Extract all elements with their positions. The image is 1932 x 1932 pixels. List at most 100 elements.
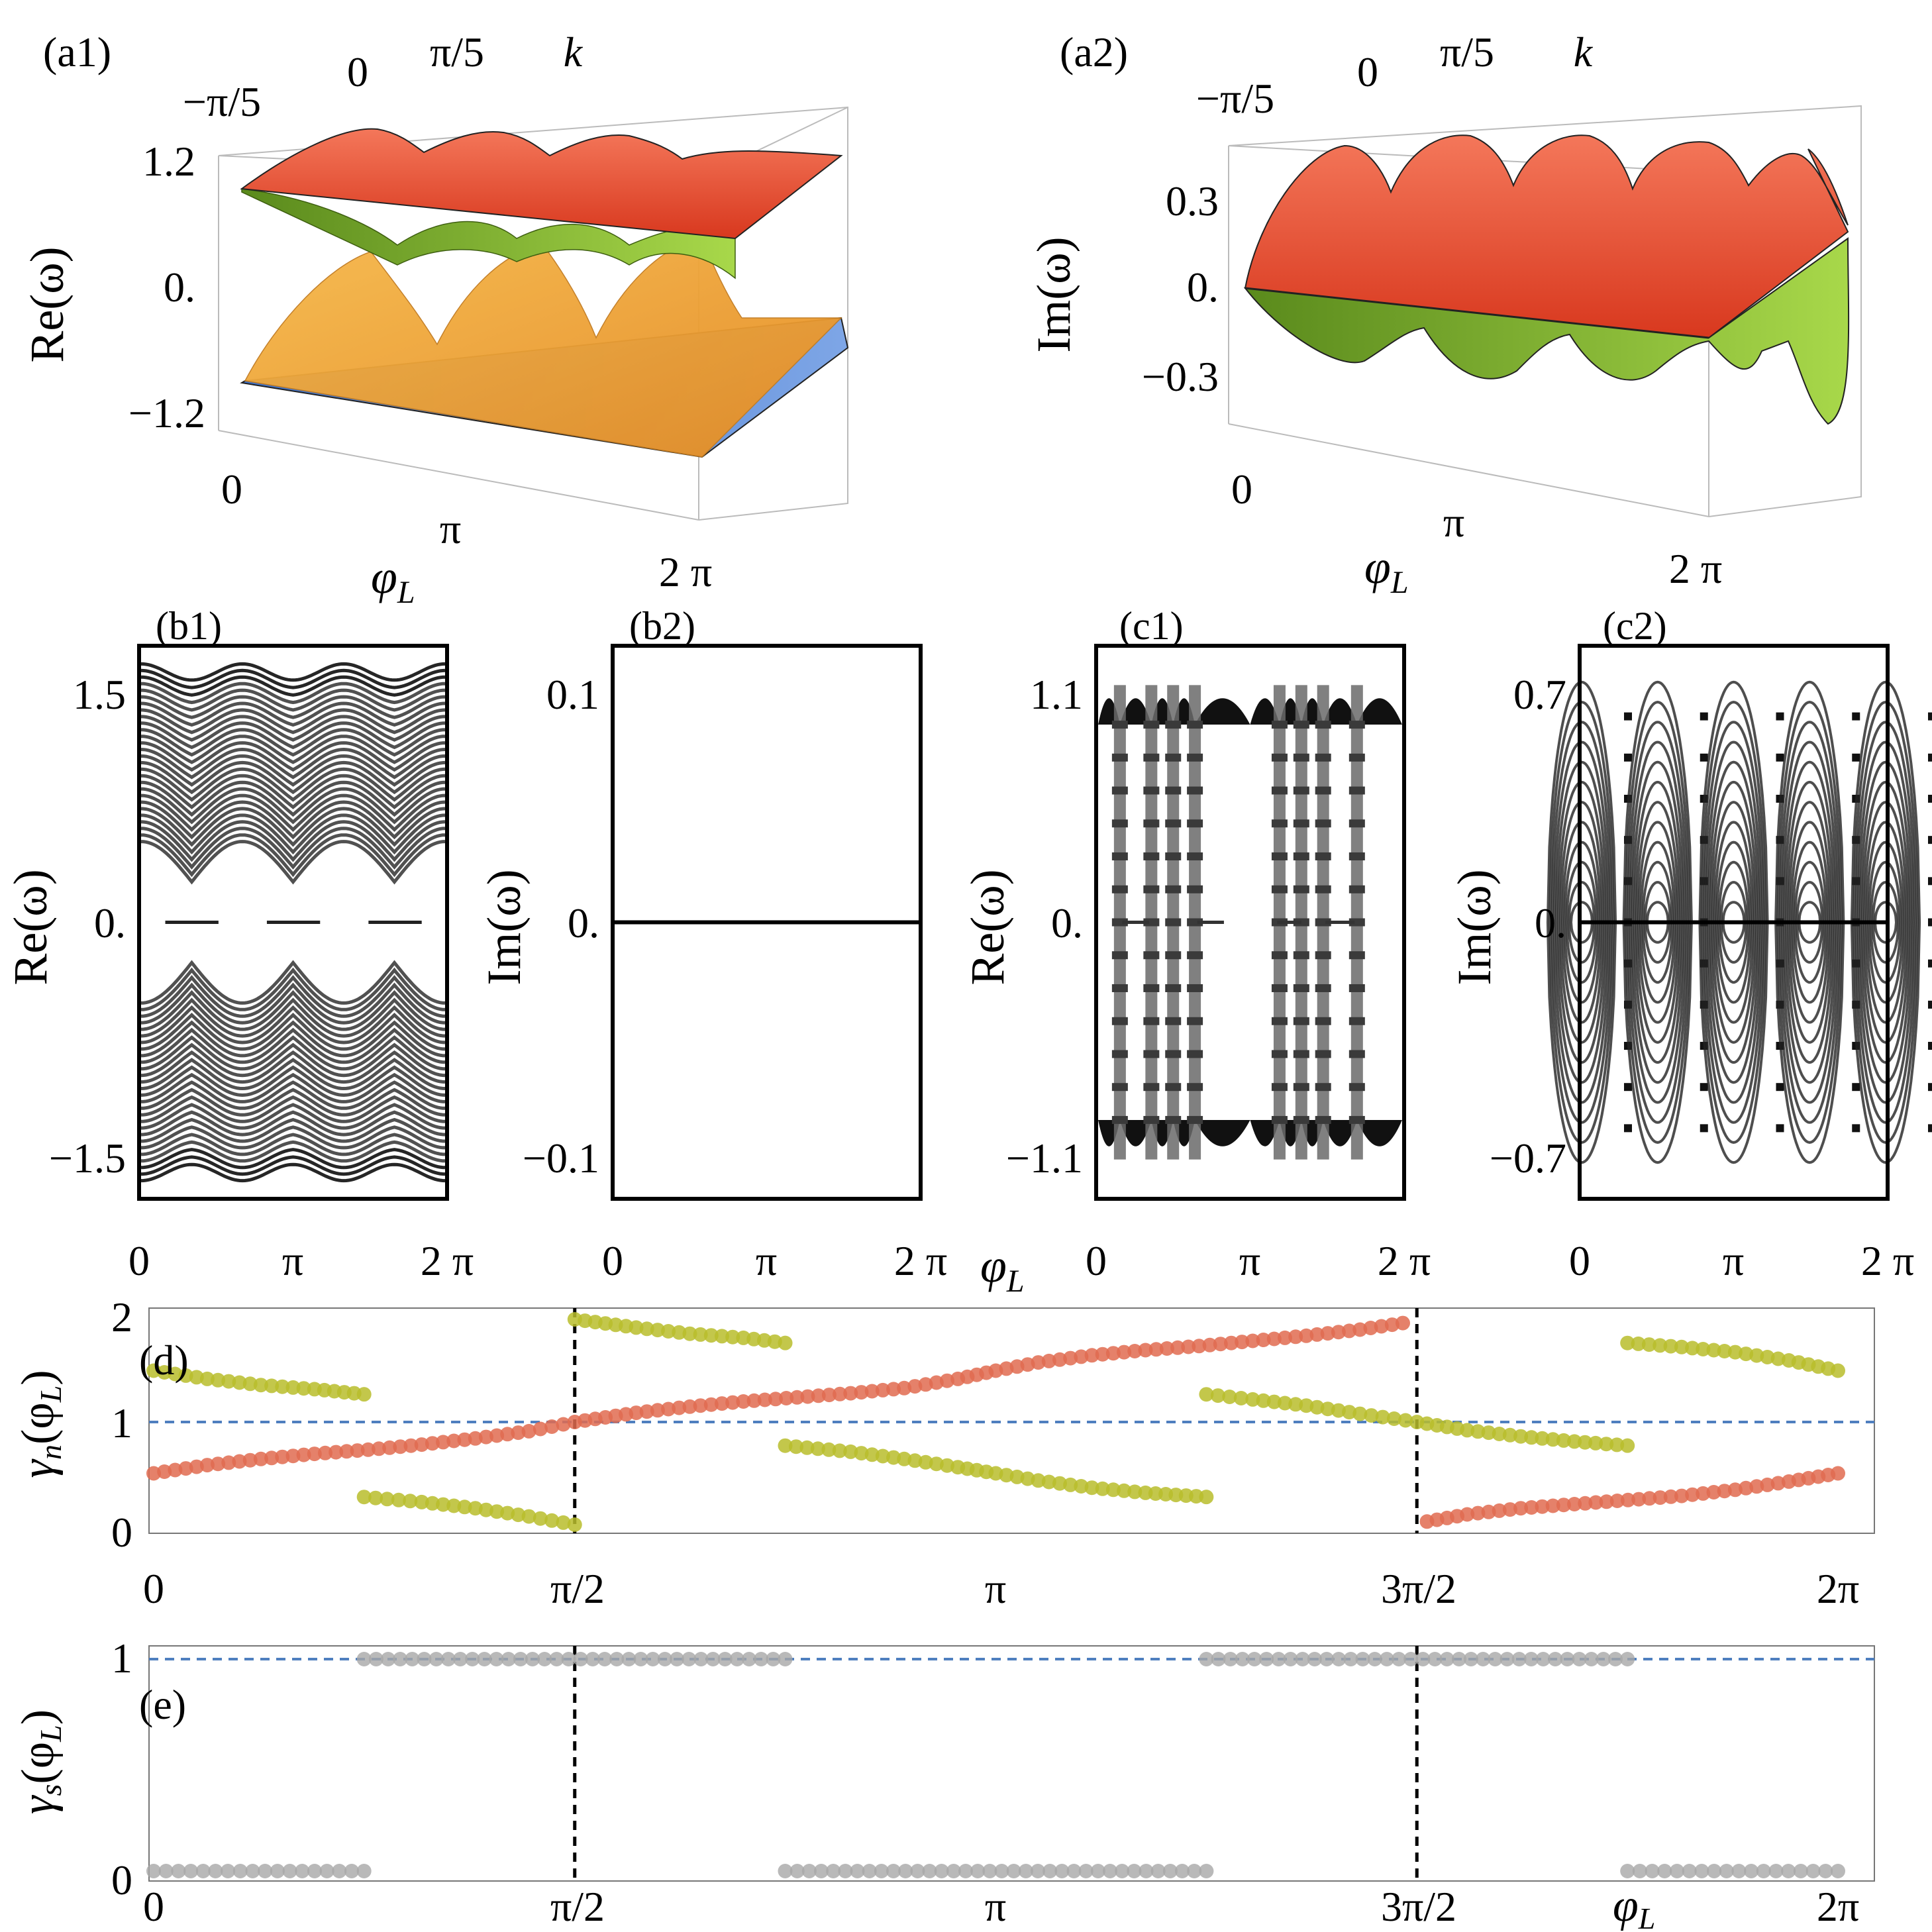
- b1-band-line: [140, 833, 446, 878]
- c2-edge-marker: [1700, 1124, 1708, 1133]
- a1-xlabel: φL: [371, 550, 415, 610]
- c2-xtick: 0: [1569, 1237, 1590, 1284]
- d-point: [1095, 1481, 1110, 1496]
- c1-spike-marker: [1143, 721, 1160, 729]
- e-point: [1415, 1652, 1431, 1666]
- b1-band-line: [140, 990, 446, 1031]
- d-point: [940, 1373, 954, 1388]
- d-point: [1199, 1490, 1214, 1505]
- c1-spike-marker: [1111, 1050, 1128, 1058]
- c1-spike-marker: [1143, 885, 1160, 893]
- d-point: [468, 1431, 483, 1446]
- d-point: [356, 1387, 372, 1402]
- d-point: [403, 1438, 419, 1453]
- d-point: [843, 1444, 858, 1459]
- b1-frame: [137, 644, 449, 1201]
- e-point: [561, 1652, 576, 1666]
- b1-band-line: [140, 760, 446, 795]
- a2-box-edge: [1228, 423, 1709, 517]
- d-point: [1609, 1494, 1625, 1508]
- c1-spike-marker: [1293, 819, 1309, 828]
- b1-ytick: 1.5: [73, 671, 126, 718]
- d-point: [1052, 1476, 1067, 1491]
- e-point: [208, 1864, 223, 1878]
- e-point: [453, 1652, 468, 1666]
- c1-spike-marker: [1293, 786, 1309, 795]
- a2-band-green: [1243, 237, 1850, 425]
- d-point: [446, 1433, 462, 1449]
- e-point: [1511, 1652, 1527, 1666]
- d-point: [360, 1442, 376, 1457]
- e-frame: [148, 1645, 1875, 1882]
- d-point: [1717, 1484, 1732, 1499]
- d-point: [1117, 1345, 1132, 1360]
- d-point: [478, 1429, 493, 1445]
- c1-spike-marker: [1143, 1115, 1160, 1124]
- e-point: [850, 1864, 865, 1878]
- e-point: [1657, 1864, 1672, 1878]
- c2-edge-marker: [1928, 1042, 1932, 1050]
- d-point: [521, 1423, 536, 1439]
- c2-ytick: −0.7: [1490, 1135, 1566, 1182]
- a2-box-back: [1228, 105, 1862, 517]
- d-point: [489, 1504, 505, 1519]
- e-point: [1331, 1652, 1347, 1666]
- e-ylabel: γs(φL): [13, 1709, 68, 1814]
- e-point: [682, 1652, 697, 1666]
- c1-spike-marker: [1271, 984, 1288, 992]
- c2-xtick: π: [1723, 1237, 1744, 1284]
- c1-spike-marker: [1293, 852, 1309, 861]
- c2-lens-line: [1867, 840, 1904, 1004]
- e-point: [982, 1864, 997, 1878]
- e-point: [1620, 1652, 1635, 1666]
- c1-dome: [1119, 1119, 1152, 1146]
- d-ytick: 1: [111, 1399, 132, 1447]
- e-point: [1488, 1652, 1503, 1666]
- d-point: [1288, 1329, 1303, 1345]
- d-point: [232, 1454, 247, 1469]
- e-point: [1150, 1864, 1166, 1878]
- d-point: [1513, 1501, 1529, 1516]
- c1-dome: [1356, 698, 1402, 725]
- c1-spike-marker: [1187, 1050, 1203, 1058]
- e-point: [282, 1864, 297, 1878]
- e-point: [1283, 1652, 1298, 1666]
- b1-band-line: [140, 754, 446, 787]
- e-point: [886, 1864, 901, 1878]
- e-point: [1707, 1864, 1722, 1878]
- c1-spike-marker: [1165, 753, 1182, 762]
- d-point: [1233, 1391, 1248, 1405]
- e-point: [1632, 1864, 1647, 1878]
- c1-spike-marker: [1348, 951, 1365, 960]
- d-point: [556, 1417, 571, 1432]
- c1-spike-marker: [1187, 885, 1203, 893]
- panel-c1-spectrum: 1.1 0. −1.1 Re(ω) 0 π 2 π φL (c1): [961, 604, 1431, 1299]
- b2-panel-label: (b2): [629, 604, 695, 648]
- c2-lens-line: [1865, 821, 1906, 1024]
- c2-edge-marker: [1700, 753, 1708, 762]
- e-point: [183, 1864, 199, 1878]
- a1-ztick: 0.: [164, 264, 195, 311]
- d-point: [682, 1399, 697, 1414]
- d-point: [703, 1397, 719, 1412]
- d-point: [1567, 1497, 1582, 1511]
- c1-spike-marker: [1165, 918, 1182, 927]
- d-xtick: π/2: [550, 1565, 605, 1612]
- a1-ztick: 1.2: [142, 138, 195, 185]
- c2-edge-marker: [1852, 712, 1860, 721]
- d-point: [1545, 1498, 1560, 1513]
- d-point: [556, 1515, 571, 1530]
- d-point: [1052, 1352, 1067, 1367]
- d-point: [511, 1507, 526, 1523]
- d-point: [1063, 1350, 1078, 1366]
- e-point: [1536, 1652, 1551, 1666]
- c2-edge-marker: [1928, 877, 1932, 886]
- c1-spike-marker: [1165, 721, 1182, 729]
- c1-spike-marker: [1315, 951, 1331, 960]
- d-point: [650, 1403, 665, 1418]
- c1-spike-marker: [1348, 1115, 1365, 1124]
- d-point: [1288, 1397, 1303, 1412]
- d-point: [425, 1496, 440, 1511]
- d-point: [1727, 1345, 1743, 1360]
